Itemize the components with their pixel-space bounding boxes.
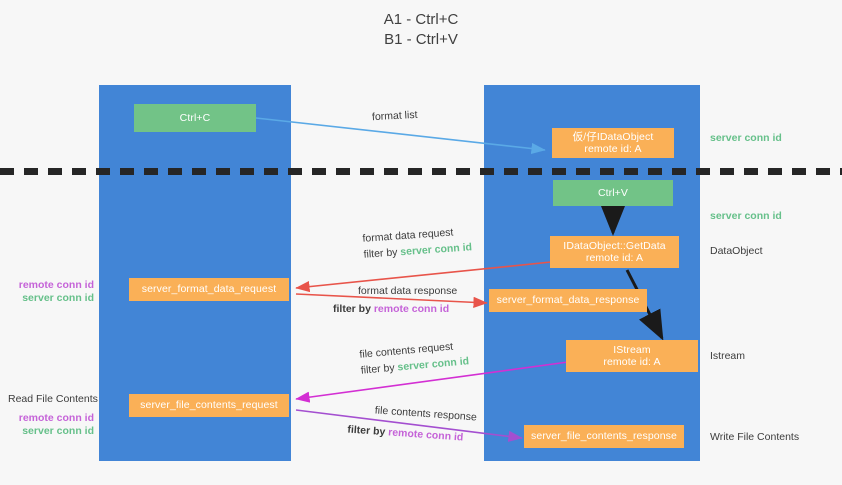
box-server-format-data-response[interactable]: server_format_data_response — [489, 289, 647, 312]
box-ole-idataobject[interactable]: 仮/仔IDataObject remote id: A — [552, 128, 674, 158]
box-server-file-contents-response[interactable]: server_file_contents_response — [524, 425, 684, 448]
label-file-contents-request-group: file contents request filter by server c… — [359, 339, 470, 377]
label-format-data-response-group: format data response filter by remote co… — [333, 285, 457, 316]
filter-value-server-conn-id: server conn id — [399, 241, 473, 259]
label-format-data-request-group: format data request filter by server con… — [362, 225, 472, 262]
filter-value-server-conn-id: server conn id — [396, 355, 470, 374]
box-ctrl-v[interactable]: Ctrl+V — [553, 180, 673, 206]
note-left-server-conn-id-1: server conn id — [22, 292, 94, 304]
filter-prefix: filter by — [363, 246, 401, 261]
note-left-remote-conn-id-2: remote conn id — [18, 412, 94, 424]
note-dataobject: DataObject — [710, 245, 763, 257]
note-istream: Istream — [710, 350, 746, 362]
filter-value-remote-conn-id: remote conn id — [387, 426, 464, 444]
label-file-contents-response-group: file contents response filter by remote … — [347, 403, 477, 446]
label-file-contents-response: file contents response — [374, 404, 478, 424]
note-server-conn-id-mid: server conn id — [710, 210, 782, 222]
filter-prefix: filter by — [347, 423, 389, 439]
note-write-file-contents: Write File Contents — [710, 431, 800, 443]
label-format-data-response: format data response — [358, 285, 458, 297]
page-title: A1 - Ctrl+C B1 - Ctrl+V — [383, 11, 459, 48]
filter-value-remote-conn-id: remote conn id — [373, 303, 450, 315]
note-server-conn-id-top: server conn id — [710, 132, 782, 144]
box-server-file-contents-request[interactable]: server_file_contents_request — [129, 394, 289, 417]
label-file-contents-response-filter: filter by remote conn id — [347, 424, 476, 446]
filter-prefix: filter by — [360, 361, 399, 377]
note-left-remote-conn-id-1: remote conn id — [18, 279, 94, 291]
label-format-data-response-filter: filter by remote conn id — [333, 303, 457, 316]
note-left-server-conn-id-2: server conn id — [22, 425, 94, 437]
note-read-file-contents: Read File Contents — [8, 393, 98, 405]
label-format-list: format list — [371, 108, 418, 124]
box-server-format-data-request[interactable]: server_format_data_request — [129, 278, 289, 301]
filter-prefix: filter by — [333, 303, 374, 315]
dashed-separator — [0, 168, 842, 175]
box-ctrl-c[interactable]: Ctrl+C — [134, 104, 256, 132]
box-idataobject-getdata[interactable]: IDataObject::GetData remote id: A — [550, 236, 679, 268]
box-istream[interactable]: IStream remote id: A — [566, 340, 698, 372]
